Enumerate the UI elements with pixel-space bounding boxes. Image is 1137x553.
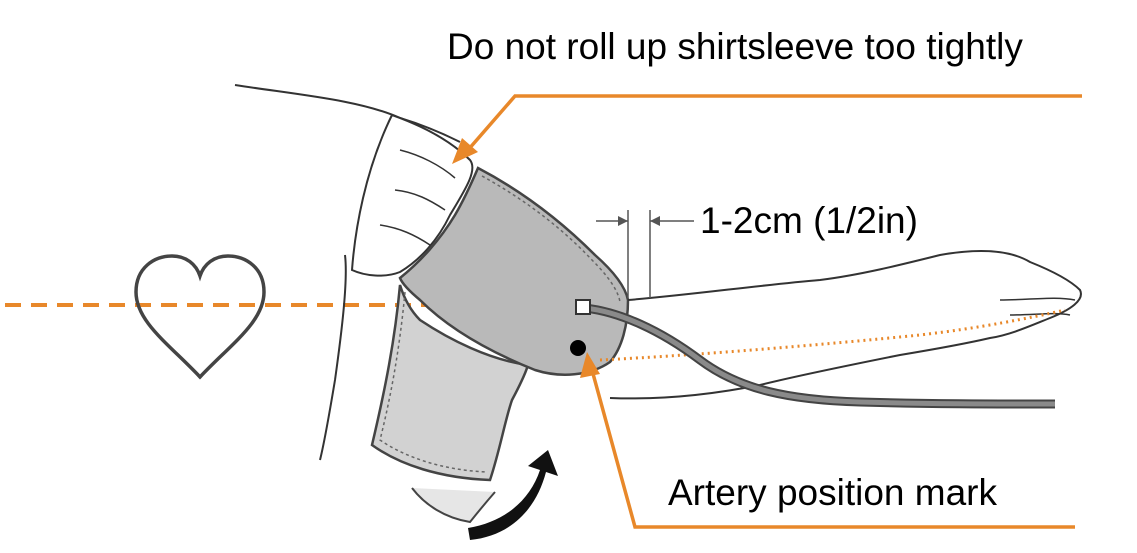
- forearm-outline: [609, 249, 1082, 400]
- artery-leader-line: [590, 369, 1075, 529]
- shoulder-outline: [319, 254, 347, 461]
- sleeve-leader-arrowhead: [452, 138, 478, 164]
- cuff-flap: [370, 284, 530, 482]
- cuff-body: [398, 166, 630, 376]
- artery-mark-dot: [570, 340, 586, 356]
- sleeve-leader-line: [466, 94, 1082, 152]
- gap-note-label: 1-2cm (1/2in): [700, 200, 918, 241]
- artery-leader-arrowhead: [580, 352, 600, 378]
- hand-fingers: [999, 297, 1076, 316]
- cuff-tongue: [411, 487, 496, 524]
- curved-arrow-icon: [468, 450, 558, 540]
- artery-note-label: Artery position mark: [668, 472, 997, 513]
- heart-outline-icon: [134, 254, 266, 380]
- tube-connector: [575, 299, 591, 315]
- artery-line: [599, 308, 1066, 362]
- sleeve-note-label: Do not roll up shirtsleeve too tightly: [447, 26, 1023, 67]
- upper-arm-outline: [234, 84, 461, 143]
